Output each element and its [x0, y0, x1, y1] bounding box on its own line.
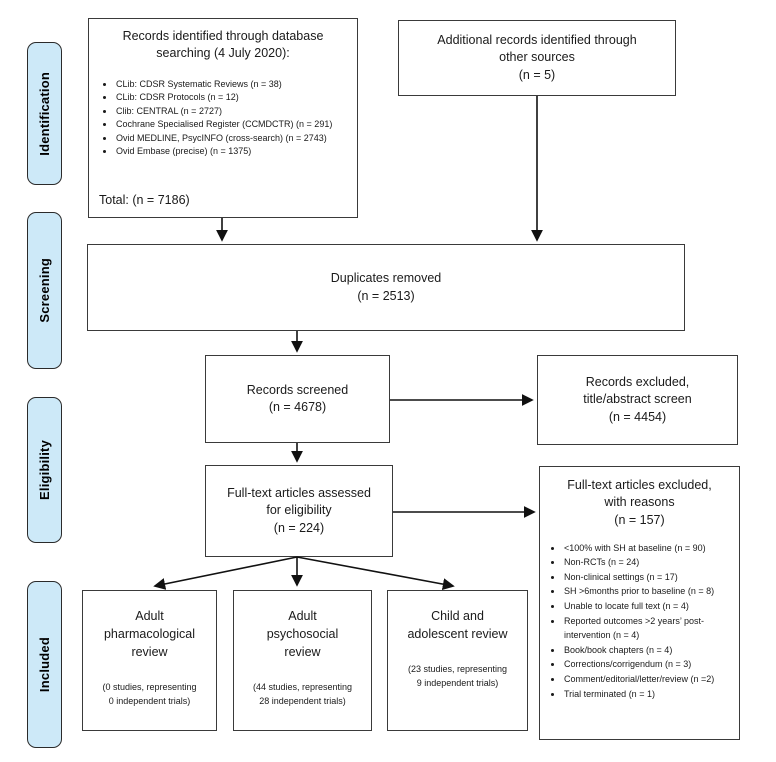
records-screened-box: Records screened(n = 4678) — [205, 355, 390, 443]
exclusion-reason-item: Unable to locate full text (n = 4) — [563, 599, 731, 614]
arrow-fulltext-to-child — [296, 556, 455, 591]
exclusion-reasons-list: <100% with SH at baseline (n = 90)Non-RC… — [548, 541, 731, 701]
source-item: Cochrane Specialised Register (CCMDCTR) … — [115, 118, 347, 132]
source-item: Ovid MEDLINE, PsycINFO (cross-search) (n… — [115, 132, 347, 146]
stage-eligibility-label: Eligibility — [37, 440, 52, 500]
records-identified-total: Total: (n = 7186) — [99, 193, 190, 207]
duplicates-removed-text: Duplicates removed(n = 2513) — [330, 271, 442, 303]
records-excluded-text: Records excluded,title/abstract screen(n… — [583, 375, 692, 424]
stage-included: Included — [27, 581, 62, 748]
exclusion-reason-item: SH >6months prior to baseline (n = 8) — [563, 584, 731, 599]
full-text-excluded-title: Full-text articles excluded,with reasons… — [567, 478, 712, 527]
source-item: CLib: CDSR Systematic Reviews (n = 38) — [115, 78, 347, 92]
exclusion-reason-item: Book/book chapters (n = 4) — [563, 643, 731, 658]
stage-identification: Identification — [27, 42, 62, 185]
exclusion-reason-item: Corrections/corrigendum (n = 3) — [563, 657, 731, 672]
stage-screening-label: Screening — [37, 258, 52, 323]
exclusion-reason-item: Reported outcomes >2 years’ post-interve… — [563, 614, 731, 643]
records-screened-text: Records screened(n = 4678) — [246, 382, 349, 414]
stage-eligibility: Eligibility — [27, 397, 62, 543]
records-identified-sources-list: CLib: CDSR Systematic Reviews (n = 38)CL… — [99, 78, 347, 159]
exclusion-reason-item: Non-clinical settings (n = 17) — [563, 570, 731, 585]
full-text-excluded-box: Full-text articles excluded,with reasons… — [539, 466, 740, 740]
arrow-fulltext-to-pharmacological — [153, 556, 298, 590]
source-item: CLib: CDSR Protocols (n = 12) — [115, 91, 347, 105]
records-excluded-box: Records excluded,title/abstract screen(n… — [537, 355, 738, 445]
exclusion-reason-item: Comment/editorial/letter/review (n =2) — [563, 672, 731, 687]
stage-screening: Screening — [27, 212, 62, 369]
source-item: Ovid Embase (precise) (n = 1375) — [115, 145, 347, 159]
duplicates-removed-box: Duplicates removed(n = 2513) — [87, 244, 685, 331]
stage-identification-label: Identification — [37, 71, 52, 156]
exclusion-reason-item: Trial terminated (n = 1) — [563, 687, 731, 702]
stage-included-label: Included — [37, 636, 52, 693]
source-item: Clib: CENTRAL (n = 2727) — [115, 105, 347, 119]
exclusion-reason-item: Non-RCTs (n = 24) — [563, 555, 731, 570]
exclusion-reason-item: <100% with SH at baseline (n = 90) — [563, 541, 731, 556]
